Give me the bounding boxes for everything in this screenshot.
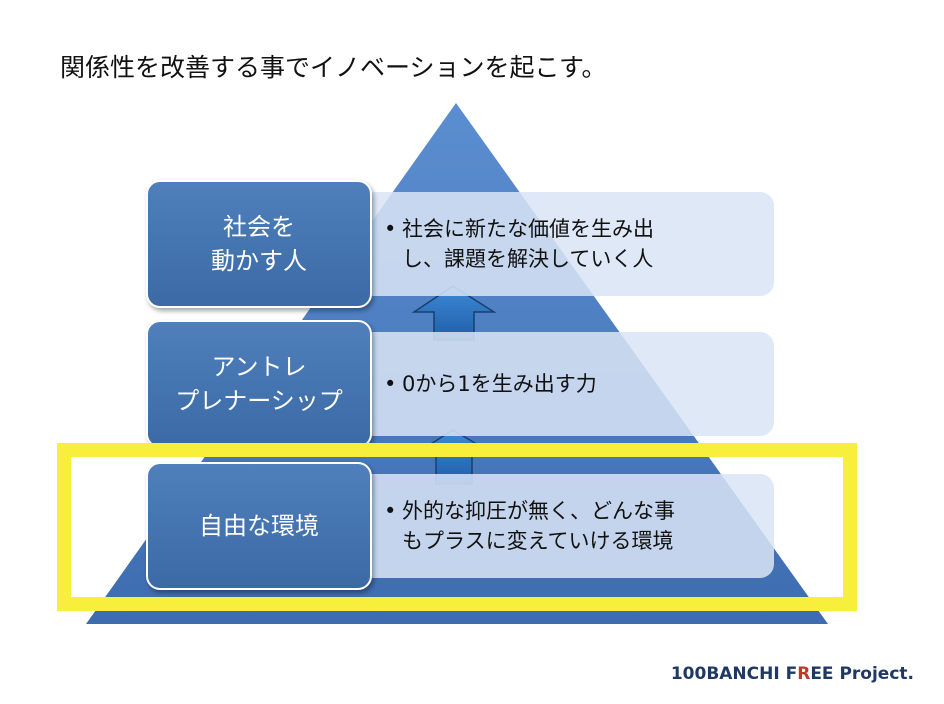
- level-2-label-box: アントレ プレナーシップ: [146, 320, 372, 448]
- level-3-label-line1: 自由な環境: [199, 512, 319, 540]
- level-2-description-box: 0から1を生み出す力: [360, 332, 774, 436]
- footer-brand: 100BANCHI FREE Project.: [670, 664, 914, 684]
- level-1-label-line1: 社会を: [223, 213, 295, 241]
- level-2-description: 0から1を生み出す力: [384, 369, 597, 399]
- level-1-description-box: 社会に新たな価値を生み出 し、課題を解決していく人: [360, 192, 774, 296]
- level-2-label-line2: プレナーシップ: [175, 387, 343, 415]
- level-3-description: 外的な抑圧が無く、どんな事 もプラスに変えていける環境: [384, 496, 675, 556]
- level-1-label-box: 社会を 動かす人: [146, 180, 372, 308]
- slide-title: 関係性を改善する事でイノベーションを起こす。: [60, 53, 607, 82]
- level-1-description: 社会に新たな価値を生み出 し、課題を解決していく人: [384, 214, 654, 274]
- level-3-label-box: 自由な環境: [146, 462, 372, 590]
- level-3-description-box: 外的な抑圧が無く、どんな事 もプラスに変えていける環境: [360, 474, 774, 578]
- level-1-label-line2: 動かす人: [211, 247, 307, 275]
- level-2-label-line1: アントレ: [211, 353, 307, 381]
